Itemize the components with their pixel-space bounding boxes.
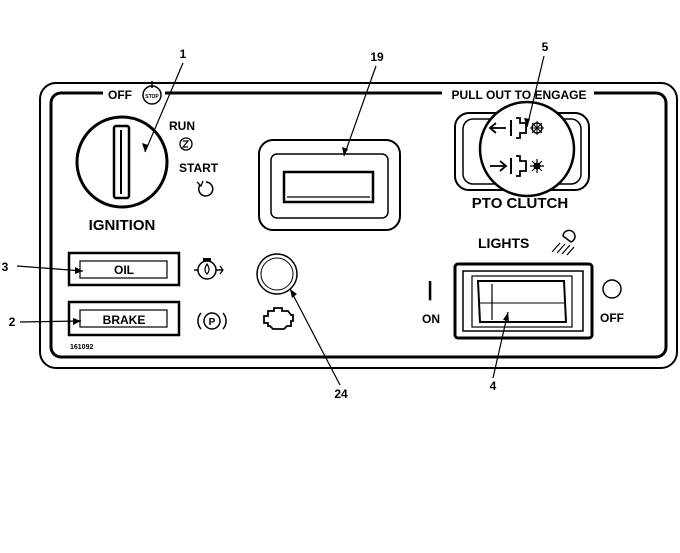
lights-switch[interactable] — [453, 262, 594, 340]
callout-2: 2 — [9, 315, 16, 329]
ignition-switch[interactable] — [75, 115, 169, 209]
pto-engage-icon — [490, 155, 544, 177]
stop-icon-text: STOP — [145, 94, 159, 100]
part-number: 161092 — [70, 344, 93, 351]
start-arrow-icon — [196, 180, 214, 197]
panel-inner-border — [49, 91, 668, 359]
brake-label: BRAKE — [103, 313, 146, 327]
lights-on-label: ON — [422, 312, 440, 326]
lights-on-mark: | — [427, 279, 433, 301]
engine-warning-light — [256, 253, 298, 295]
callout-4: 4 — [490, 379, 497, 393]
ignition-start-label: START — [179, 161, 219, 175]
pto-title: PTO CLUTCH — [472, 195, 568, 212]
callout-19: 19 — [370, 50, 384, 64]
callout-3: 3 — [2, 260, 9, 274]
callout-1: 1 — [180, 47, 187, 61]
hour-meter — [258, 139, 401, 231]
parking-brake-icon: P — [197, 312, 227, 330]
ignition-title: IGNITION — [89, 217, 156, 234]
pto-pull-label: PULL OUT TO ENGAGE — [452, 88, 587, 102]
parking-brake-letter: P — [209, 317, 216, 328]
hour-meter-window — [282, 170, 375, 204]
check-engine-icon — [263, 307, 294, 330]
headlight-icon — [551, 229, 576, 256]
callout-24: 24 — [334, 387, 348, 401]
callout-arrowheads — [73, 118, 530, 325]
stop-icon: STOP — [142, 81, 162, 105]
pto-switch[interactable] — [454, 100, 590, 198]
ignition-off-label: OFF — [108, 88, 132, 102]
oil-label: OIL — [114, 263, 134, 277]
callout-lines — [16, 55, 545, 386]
brake-warning-light — [67, 300, 181, 337]
lights-off-indicator — [602, 279, 622, 299]
ignition-run-label: RUN — [169, 119, 195, 133]
run-icon — [179, 137, 193, 151]
panel-outer-border — [39, 82, 678, 369]
callout-5: 5 — [542, 40, 549, 54]
oil-pressure-icon — [194, 258, 224, 280]
lights-off-label: OFF — [600, 311, 624, 325]
pto-disengage-icon — [488, 117, 544, 139]
lights-title: LIGHTS — [478, 235, 529, 251]
